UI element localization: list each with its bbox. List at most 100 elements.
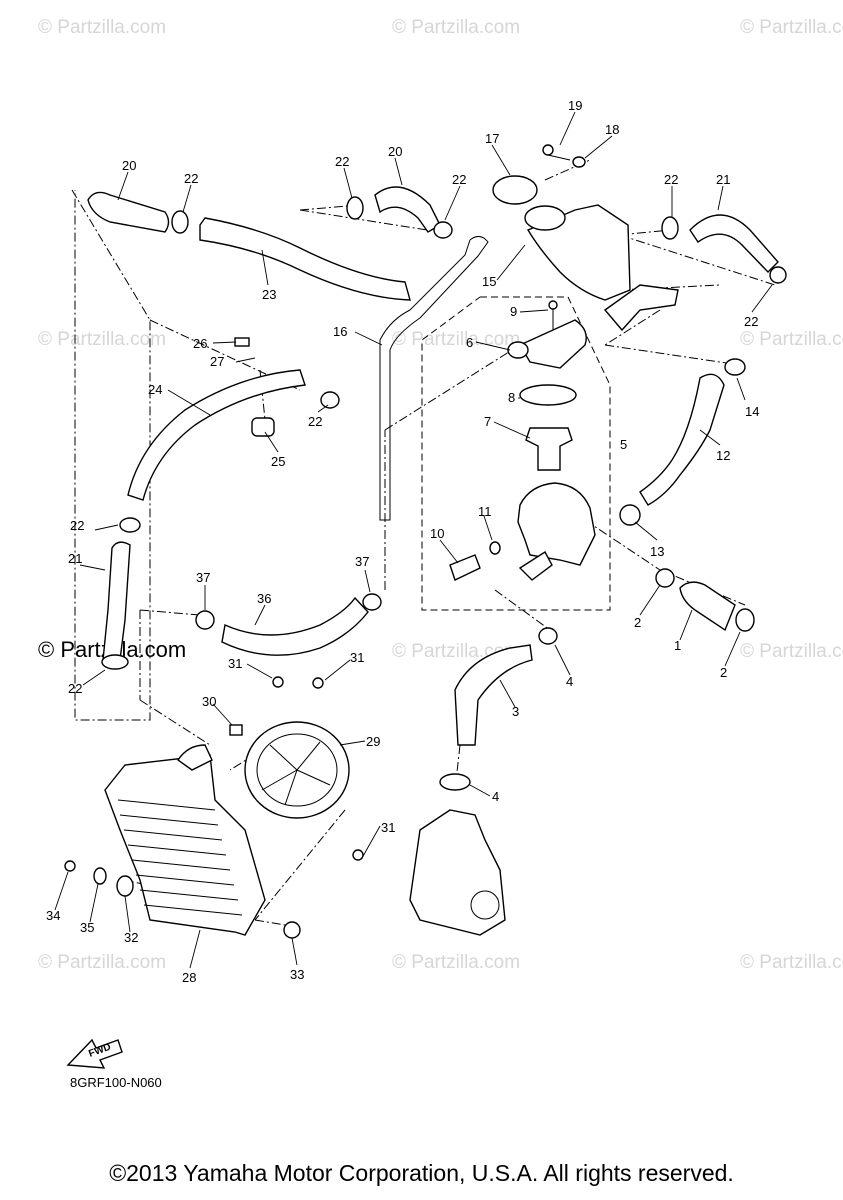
leader-line (491, 144, 511, 176)
fan-blades (261, 741, 331, 806)
diagram-code: 8GRF100-N060 (70, 1075, 162, 1090)
part-label: 13 (650, 544, 664, 559)
part-label: 14 (745, 404, 759, 419)
reservoir-outlet (603, 284, 679, 332)
watermark: © Partzilla.com (740, 329, 843, 350)
o-ring (519, 384, 577, 406)
leader-line (469, 784, 491, 797)
leader-line (89, 883, 99, 923)
part-label: 18 (605, 122, 619, 137)
leader-line (496, 244, 526, 281)
leader-line (254, 604, 266, 626)
leader-line (559, 111, 576, 146)
leader-line (499, 679, 516, 708)
leader-line (324, 659, 351, 681)
bolt (548, 300, 558, 310)
leader-line (261, 249, 269, 286)
part-label: 28 (182, 970, 196, 985)
bolt-shank (547, 154, 571, 161)
guide-line (384, 344, 521, 431)
hose-clamp (661, 216, 679, 240)
guide-line (619, 234, 776, 286)
leader-line (699, 429, 721, 446)
leader-line (79, 564, 106, 571)
hose-clamp (769, 266, 787, 284)
leader-line (212, 341, 237, 344)
radiator-core (117, 799, 243, 916)
guide-line (584, 519, 661, 571)
leader-line (124, 895, 131, 933)
temperature-sensor (449, 554, 481, 581)
watermark: © Partzilla.com (38, 17, 166, 38)
part-label: 34 (46, 908, 60, 923)
radiator-hose-12 (639, 373, 725, 506)
part-label: 19 (568, 98, 582, 113)
hose-clamp (433, 221, 453, 239)
bolt (272, 676, 284, 688)
radiator-hose-1 (679, 581, 736, 632)
part-label: 33 (290, 967, 304, 982)
bolt (312, 677, 324, 689)
leader-line (182, 184, 192, 213)
reservoir-cap (492, 175, 538, 205)
part-label: 5 (620, 437, 627, 452)
leader-line (291, 937, 298, 966)
part-label: 22 (664, 172, 678, 187)
hose-clamp (119, 517, 141, 533)
guide-line (254, 809, 346, 921)
part-label: 32 (124, 930, 138, 945)
radiator-hose-3 (454, 644, 533, 746)
leader-line (439, 539, 459, 564)
part-label: 8 (508, 390, 515, 405)
radiator-hose-20-top (374, 186, 441, 233)
leader-line (167, 389, 211, 416)
hose-clamp (346, 196, 364, 220)
radiator-hose-23 (199, 217, 411, 301)
watermark: © Partzilla.com (392, 952, 520, 973)
watermark: © Partzilla.com (38, 952, 166, 973)
leader-line (394, 157, 403, 186)
thermostat-housing-pipe (518, 551, 553, 581)
leader-line (339, 740, 366, 746)
part-label: 2 (634, 615, 641, 630)
thermostat-cover-outlet (507, 341, 529, 359)
part-label: 30 (202, 694, 216, 709)
leader-line (554, 644, 571, 676)
collar (251, 417, 275, 437)
part-label: 21 (716, 172, 730, 187)
leader-line (639, 584, 661, 616)
thermostat (525, 427, 573, 471)
leader-line (117, 171, 129, 201)
part-label: 4 (566, 674, 573, 689)
part-label: 17 (485, 131, 499, 146)
hose-clamp (735, 608, 755, 632)
guide-line (494, 589, 551, 631)
leader-line (212, 703, 233, 726)
radiator-inlet (177, 744, 213, 771)
bolt (352, 849, 364, 861)
leader-line (235, 357, 256, 363)
part-label: 31 (350, 650, 364, 665)
leader-line (519, 309, 549, 313)
part-label: 20 (122, 158, 136, 173)
thermostat-housing (517, 482, 596, 566)
watermark: © Partzilla.com (38, 329, 166, 350)
thermostat-assembly-outline (421, 296, 611, 611)
radiator-hose-24 (127, 369, 306, 501)
leader-line (82, 669, 106, 686)
bolt (64, 860, 76, 872)
part-label: 20 (388, 144, 402, 159)
radiator-hose-21-right (689, 214, 779, 273)
part-label: 25 (271, 454, 285, 469)
leader-line (444, 185, 461, 221)
hose-clamp (619, 504, 641, 526)
copyright-notice: ©2013 Yamaha Motor Corporation, U.S.A. A… (109, 1160, 734, 1186)
part-label: 21 (68, 551, 82, 566)
part-labels: 20 22 23 22 20 22 19 18 17 22 21 22 15 1… (46, 98, 759, 985)
leader-line (717, 185, 724, 211)
hose-clamp (195, 610, 215, 630)
part-label: 22 (68, 681, 82, 696)
watermark: © Partzilla.com (740, 17, 843, 38)
part-label: 22 (744, 314, 758, 329)
